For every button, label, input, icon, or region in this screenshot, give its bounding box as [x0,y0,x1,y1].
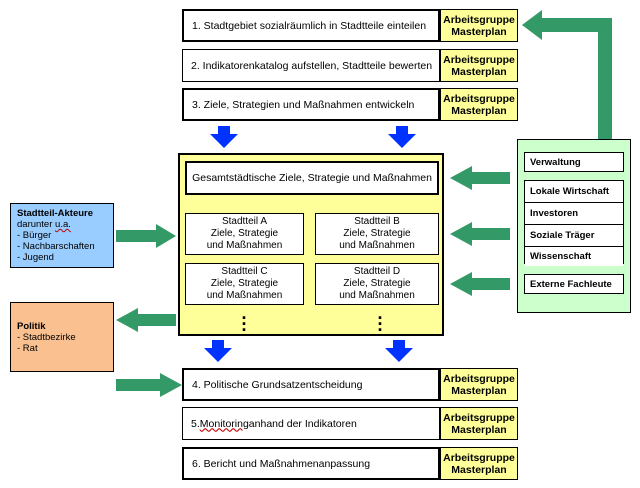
stakeholder-item: Lokale Wirtschaft [525,181,623,203]
ag-line2: Masterplan [451,65,507,78]
district-line2: Ziele, Strategie [210,278,279,289]
district-line2: Ziele, Strategie [343,278,411,289]
ag-line1: Arbeitsgruppe [443,92,515,105]
district-name: Stadtteil B [354,216,400,227]
central-box: Gesamtstädtische Ziele, Strategie und Ma… [178,153,444,336]
district-name: Stadtteil A [221,216,268,227]
step-1-label: 1. Stadtgebiet sozialräumlich in Stadtte… [192,19,427,32]
arrow-to-politik [116,308,176,332]
down-arrow-top-left [210,126,238,148]
district-b: Stadtteil B Ziele, Strategie und Maßnahm… [315,213,439,255]
ag-line1: Arbeitsgruppe [443,451,515,464]
step-1: 1. Stadtgebiet sozialräumlich in Stadtte… [182,9,440,42]
arrow-extern-in [450,272,510,296]
ag-line1: Arbeitsgruppe [443,53,515,66]
district-line2: Ziele, Strategie [343,228,411,239]
akteure-title: Stadtteil-Akteure [17,208,94,219]
stakeholder-item: Investoren [525,203,623,225]
stakeholder-label: Soziale Träger [530,230,595,241]
stakeholder-label: Wissenschaft [530,251,592,262]
stakeholder-label: Lokale Wirtschaft [530,186,610,197]
right-panel: Verwaltung Lokale Wirtschaft Investoren … [517,139,631,313]
akteure-box: Stadtteil-Akteure darunter u.a. - Bürger… [10,203,114,268]
step-6: 6. Bericht und Maßnahmenanpassung [182,447,440,480]
extern-label: Externe Fachleute [530,278,612,290]
stakeholder-item: Wissenschaft [525,247,623,266]
ag-line1: Arbeitsgruppe [443,13,515,26]
akteure-sub-prefix: darunter [17,219,56,230]
gesamtstaedtisch-label: Gesamtstädtische Ziele, Strategie und Ma… [192,172,432,184]
akteure-item: - Jugend [17,252,54,263]
verwaltung-box: Verwaltung [524,152,624,172]
step-2-label: 2. Indikatorenkatalog aufstellen, Stadtt… [191,59,433,72]
step-5-underlined: Monitoring [199,417,249,430]
step-3-label: 3. Ziele, Strategien und Maßnahmen entwi… [192,98,415,111]
more-dots-right: ... [377,303,383,335]
step-4: 4. Politische Grundsatzentscheidung [182,368,440,401]
akteure-item: - Bürger [17,230,52,241]
arrow-verwaltung-in [450,166,510,190]
district-d: Stadtteil D Ziele, Strategie und Maßnahm… [315,263,439,305]
down-arrow-bottom-right [385,340,413,362]
step-3: 3. Ziele, Strategien und Maßnahmen entwi… [182,88,440,121]
gesamtstaedtisch-box: Gesamtstädtische Ziele, Strategie und Ma… [185,161,439,195]
ag-line1: Arbeitsgruppe [443,411,515,424]
district-line3: und Maßnahmen [339,290,415,301]
stakeholder-label: Investoren [530,208,579,219]
district-line3: und Maßnahmen [339,240,415,251]
down-arrow-top-right [388,126,416,148]
akteure-sub-underlined: u.a. [55,219,71,230]
district-name: Stadtteil C [221,266,268,277]
district-name: Stadtteil D [353,266,401,277]
akteure-sub: darunter u.a. [17,219,107,230]
arrow-group-in [450,222,510,246]
more-dots-left: ... [241,303,247,335]
step-6-label: 6. Bericht und Maßnahmenanpassung [192,457,371,470]
politik-item: - Rat [17,343,38,354]
district-line3: und Maßnahmen [206,240,283,251]
politik-item: - Stadtbezirke [17,332,76,343]
politik-box: Politik - Stadtbezirke - Rat [10,302,114,372]
ag-line2: Masterplan [451,423,507,436]
district-c: Stadtteil C Ziele, Strategie und Maßnahm… [185,263,304,305]
akteure-item: - Nachbarschaften [17,241,95,252]
stakeholder-group: Lokale Wirtschaft Investoren Soziale Trä… [524,180,624,266]
ag-line1: Arbeitsgruppe [443,372,515,385]
step-5: 5. Monitoring anhand der Indikatoren [182,407,440,440]
stakeholder-item: Soziale Träger [525,225,623,247]
feedback-arrow [522,10,612,160]
down-arrow-bottom-left [204,340,232,362]
ag-line2: Masterplan [451,384,507,397]
ag-line2: Masterplan [451,25,507,38]
district-line2: Ziele, Strategie [210,228,279,239]
politik-title: Politik [17,321,46,332]
step-5-prefix: 5. [191,417,200,430]
district-line3: und Maßnahmen [206,290,283,301]
district-a: Stadtteil A Ziele, Strategie und Maßnahm… [185,213,304,255]
ag-line2: Masterplan [451,104,507,117]
ag-line2: Masterplan [451,463,507,476]
arrow-politik-in [116,373,182,397]
step-4-label: 4. Politische Grundsatzentscheidung [192,378,363,391]
step-5-suffix: anhand der Indikatoren [248,417,357,430]
extern-box: Externe Fachleute [524,274,624,294]
verwaltung-label: Verwaltung [530,156,581,168]
arrow-akteure-in [116,224,176,248]
step-2: 2. Indikatorenkatalog aufstellen, Stadtt… [182,49,440,82]
